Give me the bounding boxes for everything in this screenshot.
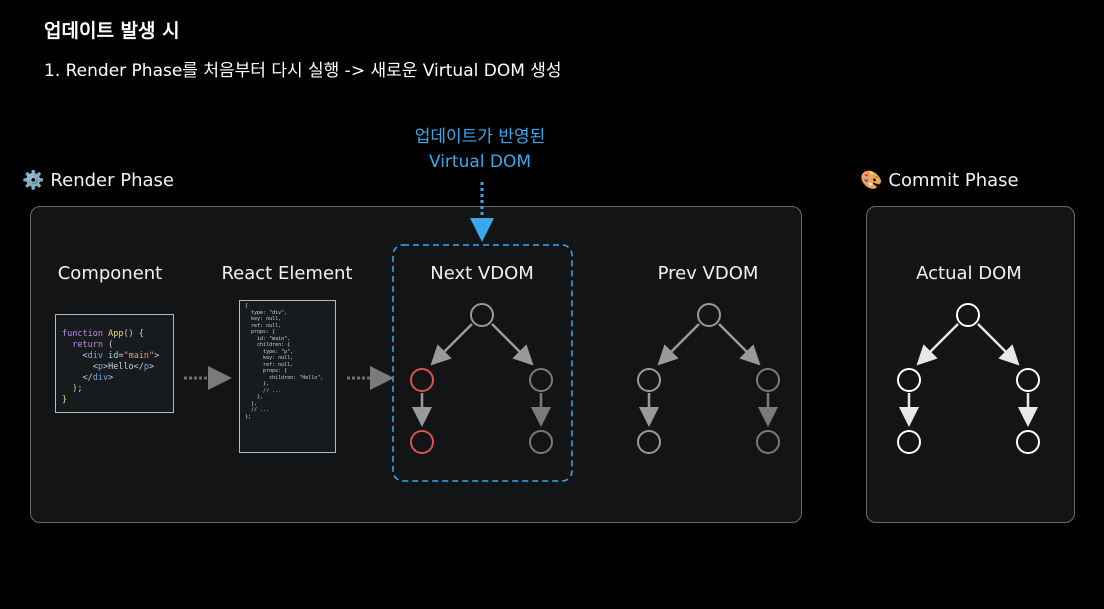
tree-edge [718, 323, 761, 366]
palette-icon: 🎨 [860, 170, 883, 191]
tree-node-root [697, 303, 721, 327]
commit-phase-heading: 🎨 Commit Phase [860, 170, 1019, 191]
actual-dom-label: Actual DOM [916, 263, 1022, 284]
next-vdom-tree [410, 303, 553, 454]
tree-node-updated [410, 430, 434, 454]
commit-phase-panel [866, 206, 1075, 523]
tree-node [1016, 368, 1040, 392]
code-line: key: null, [245, 316, 282, 322]
react-element-label: React Element [221, 263, 353, 284]
code-line: function App() { [62, 329, 144, 339]
page-title: 업데이트 발생 시 [44, 20, 180, 42]
page-subtitle: 1. Render Phase를 처음부터 다시 실행 -> 새로운 Virtu… [44, 61, 562, 81]
code-line: } [62, 395, 68, 405]
code-line: <div id="main"> [62, 351, 160, 361]
tree-node [637, 368, 661, 392]
tree-node [756, 430, 780, 454]
render-phase-label: Render Phase [50, 170, 174, 191]
code-line: props: { [245, 368, 288, 374]
code-line: </div> [62, 373, 114, 383]
tree-node [529, 430, 553, 454]
code-line: }, [245, 400, 258, 407]
callout-line-1: 업데이트가 반영된 [414, 127, 546, 147]
code-line: key: null, [245, 355, 294, 361]
tree-edge [491, 323, 534, 366]
code-line: }, [245, 394, 264, 400]
tree-node [897, 368, 921, 392]
next-vdom-highlight [392, 244, 573, 482]
next-vdom-label: Next VDOM [430, 263, 534, 284]
component-code-box: function App() { return ( <div id="main"… [55, 314, 174, 413]
code-line: ); [62, 384, 83, 394]
code-line: }, [245, 381, 270, 387]
tree-edge [430, 323, 473, 366]
tree-node [529, 368, 553, 392]
tree-node [1016, 430, 1040, 454]
code-line: children: { [245, 342, 291, 348]
tree-node-updated [410, 368, 434, 392]
prev-vdom-label: Prev VDOM [657, 263, 759, 284]
tree-node [637, 430, 661, 454]
code-line: type: "p", [245, 348, 294, 355]
component-label: Component [57, 263, 163, 284]
tree-edge [916, 323, 959, 366]
code-line: type: "div", [245, 309, 288, 316]
commit-phase-label: Commit Phase [888, 170, 1019, 191]
code-line: children: "Hello", [245, 374, 324, 381]
prev-vdom-tree [637, 303, 780, 454]
code-line: // ... [245, 407, 270, 413]
code-line: }; [245, 413, 252, 420]
code-line: props: { [245, 329, 276, 335]
actual-dom-tree [897, 303, 1040, 454]
tree-node-root [956, 303, 980, 327]
render-phase-heading: ⚙️ Render Phase [22, 170, 174, 191]
code-line: id: "main", [245, 335, 291, 342]
code-line: ref: null, [245, 322, 282, 329]
code-line: { [245, 303, 249, 309]
tree-edge [657, 323, 700, 366]
tree-node [756, 368, 780, 392]
code-line: // ... [245, 387, 282, 394]
tree-node [897, 430, 921, 454]
tree-node-root [470, 303, 494, 327]
react-element-code-box: { type: "div", key: null, ref: null, pro… [239, 300, 336, 453]
gear-icon: ⚙️ [22, 170, 45, 191]
code-line: ref: null, [245, 361, 294, 368]
code-line: return ( [72, 340, 114, 350]
callout-line-2: Virtual DOM [428, 152, 532, 172]
code-line: <p>Hello</p> [62, 362, 155, 372]
tree-edge [977, 323, 1020, 366]
